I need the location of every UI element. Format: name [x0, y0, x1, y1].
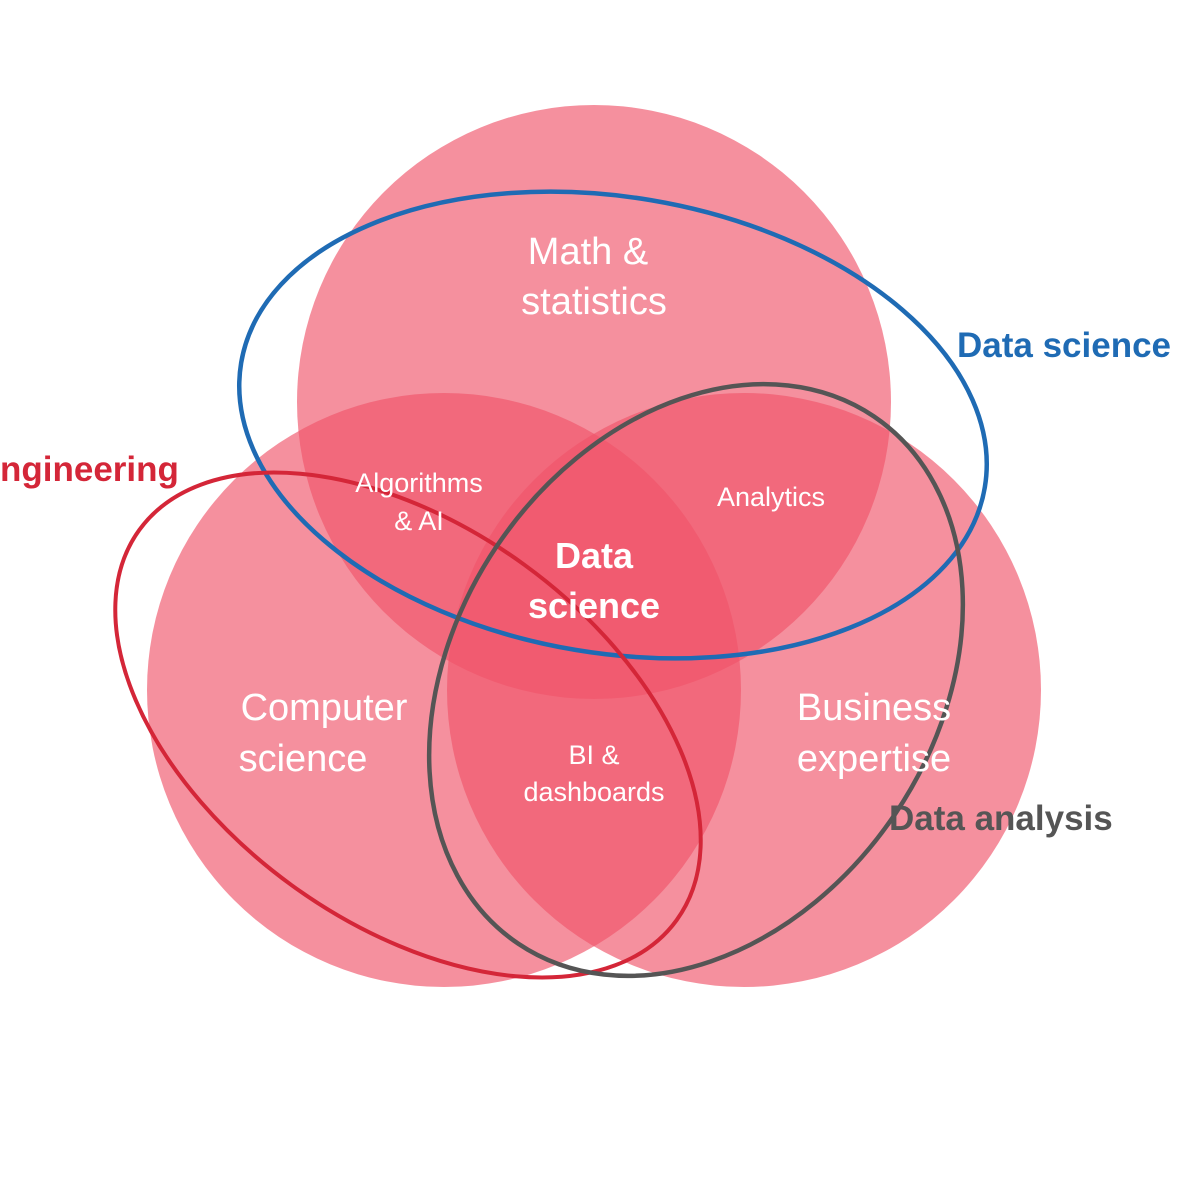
analytics-label: Analytics	[717, 482, 825, 512]
center-label-line1: Data	[555, 535, 634, 576]
math-label-line1: Math &	[528, 231, 648, 273]
circle-group	[147, 105, 1041, 987]
bi-label-line1: BI &	[568, 740, 619, 770]
business-label-line2: expertise	[797, 738, 951, 780]
cs-label-line2: science	[239, 738, 368, 780]
cs-label-line1: Computer	[241, 687, 408, 729]
bi-label-line2: dashboards	[523, 777, 664, 807]
data-science-ring-label: Data science	[957, 326, 1171, 365]
data-science-ring	[237, 189, 989, 661]
circle-business-expertise	[447, 393, 1041, 987]
algorithms-label-line1: Algorithms	[355, 468, 483, 498]
data-analysis-ring	[426, 381, 966, 979]
data-engineering-ring	[113, 470, 703, 980]
business-label-line1: Business	[797, 687, 951, 729]
ring-group	[113, 189, 989, 980]
data-analysis-ring-label: Data analysis	[889, 799, 1113, 838]
data-engineering-ring-label: ngineering	[0, 450, 179, 489]
center-label-line2: science	[528, 585, 660, 626]
math-label-line2: statistics	[521, 281, 667, 323]
algorithms-label-line2: & AI	[394, 506, 444, 536]
